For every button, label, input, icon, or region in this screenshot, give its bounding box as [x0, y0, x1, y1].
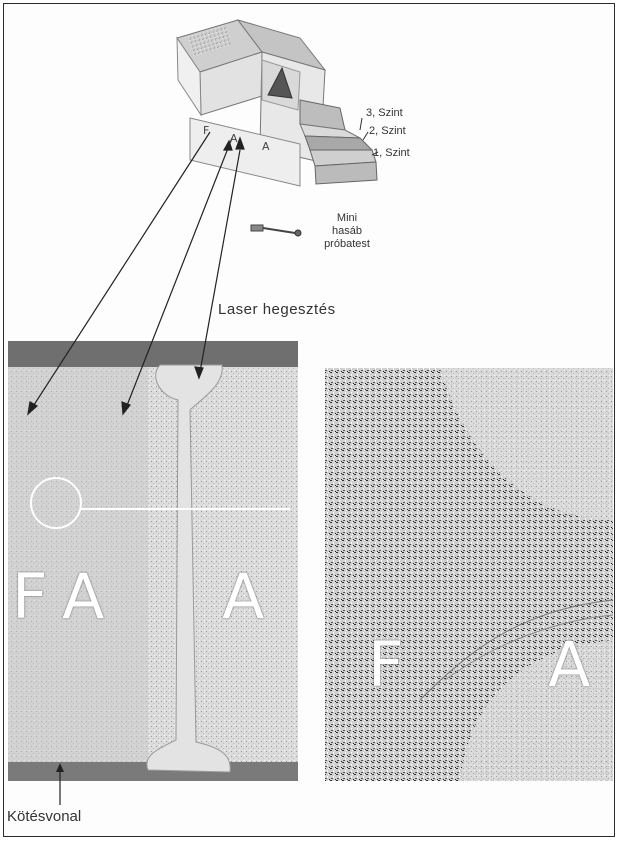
micro-left-letter-f: F	[12, 560, 48, 633]
micro-left-letter-a2: A	[222, 560, 264, 633]
mini-specimen-label: Mini hasáb próbatest	[317, 212, 377, 251]
level-3-label: 3, Szint	[366, 107, 403, 119]
micro-left-letter-a1: A	[62, 560, 104, 633]
mini-specimen	[251, 225, 301, 236]
micro-right-letter-f: F	[368, 628, 404, 701]
mini-label-line-3: próbatest	[317, 238, 377, 251]
bond-line-label: Kötésvonal	[7, 808, 81, 825]
box-letter-a1: A	[230, 132, 238, 145]
mini-label-line-2: hasáb	[317, 225, 377, 238]
box-letter-a2: A	[262, 140, 270, 153]
box-letter-f: F	[203, 124, 209, 137]
level-1-label: 1, Szint	[373, 147, 410, 159]
level-2-label: 2, Szint	[369, 125, 406, 137]
micro-right-letter-a: A	[548, 628, 590, 701]
mini-label-line-1: Mini	[317, 212, 377, 225]
laser-welding-label: Laser hegesztés	[218, 301, 336, 318]
specimen-block	[177, 20, 378, 186]
